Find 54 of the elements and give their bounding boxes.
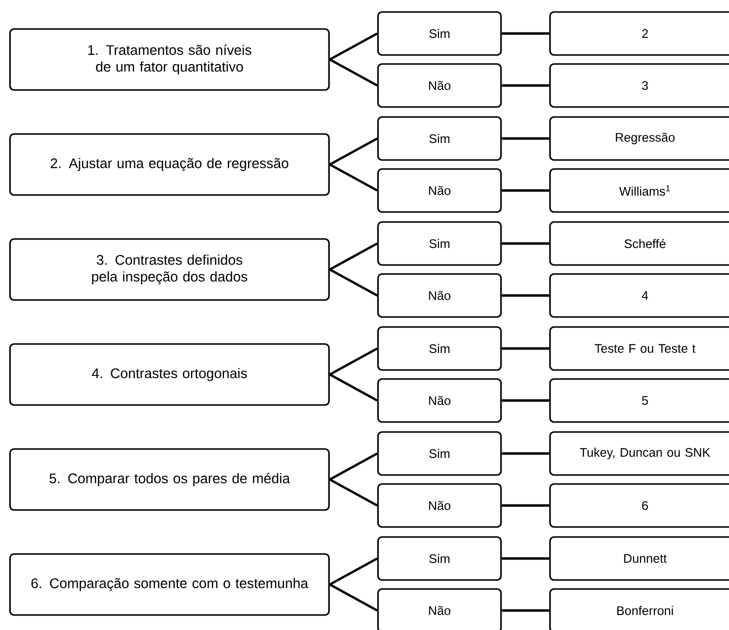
- answer-box: Não: [377, 378, 502, 423]
- connector-line: [329, 478, 378, 507]
- connector-line: [502, 242, 550, 245]
- result-box: 3: [549, 63, 729, 108]
- connector-line: [329, 137, 378, 166]
- connector-line: [329, 373, 378, 402]
- connector-line: [329, 268, 378, 297]
- result-box: Williams$^{1}$: [549, 168, 729, 213]
- connector-line: [502, 452, 550, 455]
- connector-line: [502, 84, 550, 87]
- question-box: 4. Contrastes ortogonais: [9, 343, 330, 406]
- answer-box: Sim: [377, 116, 502, 161]
- connector-line: [329, 242, 378, 271]
- connector-line: [502, 609, 550, 612]
- connector-line: [502, 294, 550, 297]
- answer-box: Sim: [377, 11, 502, 56]
- connector-line: [329, 32, 378, 61]
- answer-box: Sim: [377, 326, 502, 371]
- connector-line: [502, 347, 550, 350]
- connector-line: [329, 58, 378, 87]
- result-box: 2: [549, 11, 729, 56]
- result-box: Teste F ou Teste t: [549, 326, 729, 371]
- answer-box: Não: [377, 588, 502, 630]
- connector-line: [329, 347, 378, 376]
- question-box: 2. Ajustar uma equação de regressão: [9, 133, 330, 196]
- connector-line: [502, 557, 550, 560]
- result-box: 5: [549, 378, 729, 423]
- question-box: 3. Contrastes definidos pela inspeção dos dados: [9, 238, 330, 301]
- answer-box: Não: [377, 168, 502, 213]
- connector-line: [502, 504, 550, 507]
- connector-line: [502, 399, 550, 402]
- question-box: 6. Comparação somente com o testemunha: [9, 553, 330, 616]
- answer-box: Sim: [377, 431, 502, 476]
- answer-box: Não: [377, 273, 502, 318]
- result-box: 6: [549, 483, 729, 528]
- connector-line: [329, 452, 378, 481]
- result-box: Scheffé: [549, 221, 729, 266]
- connector-line: [329, 557, 378, 586]
- result-box: Dunnett: [549, 536, 729, 581]
- question-box: 1. Tratamentos são níveis de um fator quantitativo: [9, 28, 330, 91]
- result-box: Bonferroni: [549, 588, 729, 630]
- answer-box: Não: [377, 483, 502, 528]
- question-box: 5. Comparar todos os pares de média: [9, 448, 330, 511]
- result-box: Regressão: [549, 116, 729, 161]
- connector-line: [329, 163, 378, 192]
- result-box: 4: [549, 273, 729, 318]
- answer-box: Sim: [377, 536, 502, 581]
- result-box: Tukey, Duncan ou SNK: [549, 431, 729, 476]
- answer-box: Sim: [377, 221, 502, 266]
- connector-line: [329, 583, 378, 612]
- connector-line: [502, 32, 550, 35]
- connector-line: [502, 189, 550, 192]
- answer-box: Não: [377, 63, 502, 108]
- connector-line: [502, 137, 550, 140]
